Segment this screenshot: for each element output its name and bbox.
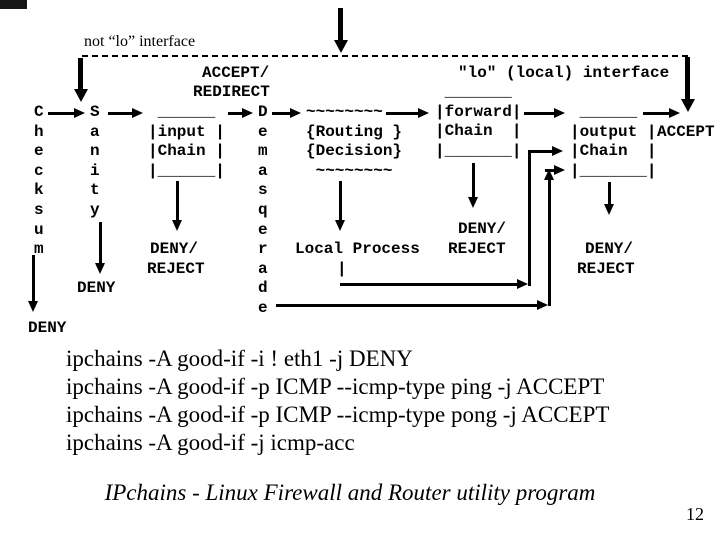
- dashed-interface-line: [82, 55, 688, 57]
- not-lo-interface-label: not “lo” interface: [84, 33, 196, 50]
- elbow-up-arrow-icon: [544, 169, 554, 180]
- output-chain-box: ______ |output | |Chain | |_______|: [570, 103, 657, 180]
- output-deny-label: DENY/: [585, 240, 634, 258]
- scan-artifact: [0, 0, 27, 9]
- input-deny-label: DENY/: [150, 240, 199, 258]
- forward-deny-label: DENY/: [458, 220, 507, 238]
- checksum-column: C h e c k s u m: [34, 103, 44, 259]
- command-line: ipchains -A good-if -i ! eth1 -j DENY: [66, 346, 413, 371]
- elbow-into-chain-arrow-icon: [552, 146, 563, 156]
- local-process-pipe: |: [337, 260, 347, 278]
- forward-chain-box: _______ |forward| |Chain | |_______|: [435, 83, 522, 160]
- command-line: ipchains -A good-if -p ICMP --icmp-type …: [66, 402, 610, 427]
- accept-redirect-label-line2: REDIRECT: [193, 83, 270, 101]
- command-line: ipchains -A good-if -p ICMP --icmp-type …: [66, 374, 605, 399]
- output-reject-label: REJECT: [577, 260, 635, 278]
- sanity-column: S a n i t y: [90, 103, 100, 219]
- local-process-label: Local Process: [295, 240, 420, 258]
- slide-caption: IPchains - Linux Firewall and Router uti…: [104, 480, 596, 505]
- command-listing: ipchains -A good-if -i ! eth1 -j DENY ip…: [66, 345, 609, 457]
- elbow-into-output-arrow-icon: [554, 165, 565, 175]
- checksum-deny-label: DENY: [28, 319, 67, 337]
- routing-decision-box: ~~~~~~~~ {Routing } {Decision} ~~~~~~~~: [306, 103, 403, 180]
- page-number: 12: [686, 504, 704, 524]
- forward-reject-label: REJECT: [448, 240, 506, 258]
- input-reject-label: REJECT: [147, 260, 205, 278]
- sanity-deny-label: DENY: [77, 279, 116, 297]
- accept-final-label: ACCEPT: [657, 123, 715, 141]
- command-line: ipchains -A good-if -j icmp-acc: [66, 430, 355, 455]
- input-chain-box: ______ |input | |Chain | |______|: [148, 103, 225, 180]
- lo-interface-label: "lo" (local) interface: [458, 64, 670, 82]
- accept-redirect-label-line1: ACCEPT/: [202, 64, 270, 82]
- demasquerade-column: D e m a s q e r a d e: [258, 103, 268, 317]
